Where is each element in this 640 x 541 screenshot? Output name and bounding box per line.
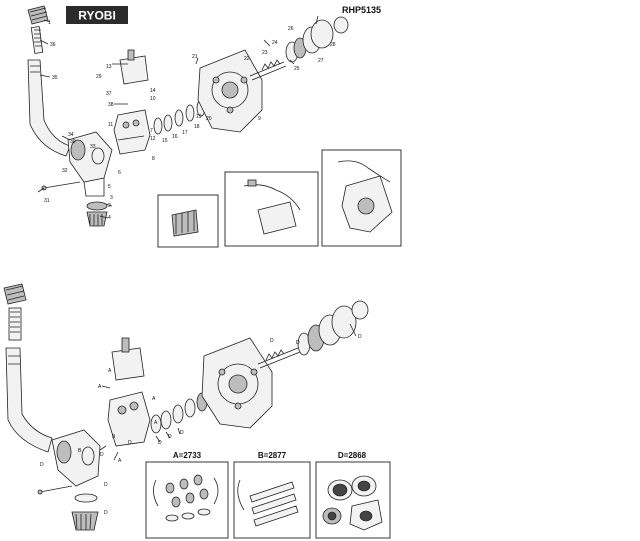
callout: 15 xyxy=(162,138,168,144)
callout: 33 xyxy=(90,144,96,150)
callout: 36 xyxy=(50,42,56,48)
callout: 38 xyxy=(108,102,114,108)
callout: A xyxy=(108,368,112,374)
callout: 20 xyxy=(206,116,212,122)
manifold xyxy=(67,131,113,197)
callout: 25 xyxy=(294,66,300,72)
callout: 5 xyxy=(108,184,111,190)
callout: A xyxy=(98,384,102,390)
kit-label-b: B=2877 xyxy=(258,451,287,460)
callout: D xyxy=(270,338,274,344)
callout: 27 xyxy=(318,58,324,64)
callout: D xyxy=(180,430,184,436)
bottom-callouts: A A A A A B B D D D D D D D D D D D xyxy=(40,334,362,516)
inlet-filter-bottom xyxy=(8,307,22,341)
callout: D xyxy=(100,452,104,458)
pump-housing xyxy=(197,49,263,133)
suction-hose-bottom xyxy=(5,347,53,453)
valve-block-bottom xyxy=(107,391,151,447)
inset-unloader xyxy=(224,171,319,247)
drain-cap xyxy=(86,201,108,227)
piston-spring xyxy=(249,59,287,81)
callout: 12 xyxy=(150,136,156,142)
logo-text: RYOBI xyxy=(78,9,116,23)
callout: 24 xyxy=(272,40,278,46)
callout: D xyxy=(158,440,162,446)
callout: 13 xyxy=(106,64,112,70)
callout: 29 xyxy=(96,74,102,80)
callout: 3 xyxy=(110,195,113,201)
callout: 4 xyxy=(108,215,111,221)
callout: 1 xyxy=(48,20,51,26)
ryobi-logo: RYOBI xyxy=(66,6,128,24)
callout: 30 xyxy=(70,139,76,145)
logo-background xyxy=(66,6,128,24)
callout: 32 xyxy=(62,168,68,174)
callout: 37 xyxy=(106,91,112,97)
drain-cap-bottom xyxy=(71,493,99,531)
kit-box-a: A=2733 xyxy=(145,451,229,539)
callout: 9 xyxy=(258,116,261,122)
callout: 22 xyxy=(244,56,250,62)
callout: 31 xyxy=(44,198,50,204)
callout: 11 xyxy=(108,122,113,128)
suction-hose xyxy=(27,59,71,157)
callout: 35 xyxy=(52,75,58,81)
model-number: RHP5135 xyxy=(342,5,381,15)
callout: D xyxy=(358,334,362,340)
callout: D xyxy=(104,482,108,488)
callout: D xyxy=(40,462,44,468)
callout: 21 xyxy=(192,54,198,60)
kit-box-d: D=2868 xyxy=(315,451,391,539)
kit-box-b: B=2877 xyxy=(233,451,311,539)
callout: 17 xyxy=(182,130,188,136)
inlet-filter xyxy=(30,26,44,54)
seal-stack-bottom xyxy=(150,392,208,434)
kit-label-a: A=2733 xyxy=(173,451,202,460)
callout: 7 xyxy=(150,128,153,134)
callout: A xyxy=(118,458,122,464)
callout: 28 xyxy=(330,42,336,48)
callout: D xyxy=(296,340,300,346)
right-cover-bottom xyxy=(297,300,369,356)
pump-housing-bottom xyxy=(201,337,273,429)
unloader-top xyxy=(119,49,149,85)
callout: 23 xyxy=(262,50,268,56)
inlet-fitting-bottom xyxy=(3,283,27,305)
callout: D xyxy=(168,434,172,440)
valve-block xyxy=(113,109,151,155)
callout: B xyxy=(78,448,82,454)
kit-label-d: D=2868 xyxy=(338,451,367,460)
unloader-bottom xyxy=(111,337,145,381)
inlet-fitting xyxy=(27,5,49,25)
callout: 26 xyxy=(288,26,294,32)
inset-pump xyxy=(321,149,402,247)
top-callouts: 1 2 3 4 5 6 7 8 9 10 11 12 13 14 15 16 1… xyxy=(44,20,346,221)
right-cover xyxy=(285,16,349,63)
callout: A xyxy=(154,420,158,426)
callout: 10 xyxy=(150,96,156,102)
manifold-bottom xyxy=(51,429,101,487)
piston-spring-bottom xyxy=(257,347,301,369)
callout: 14 xyxy=(150,88,156,94)
callout: B xyxy=(112,434,116,440)
callout: 34 xyxy=(68,132,74,138)
bottom-exploded-view xyxy=(3,283,369,531)
callout: A xyxy=(152,396,156,402)
inset-fitting xyxy=(157,194,219,248)
callout: 19 xyxy=(196,114,202,120)
callout: 2 xyxy=(108,203,111,209)
callout: 8 xyxy=(152,156,155,162)
callout: 6 xyxy=(118,170,121,176)
bolt-left xyxy=(41,181,81,191)
callout: 18 xyxy=(194,124,200,130)
bolt-bottom xyxy=(37,485,73,495)
callout: D xyxy=(128,440,132,446)
callout: 16 xyxy=(172,134,178,140)
top-exploded-view xyxy=(27,5,349,227)
callout: D xyxy=(104,510,108,516)
